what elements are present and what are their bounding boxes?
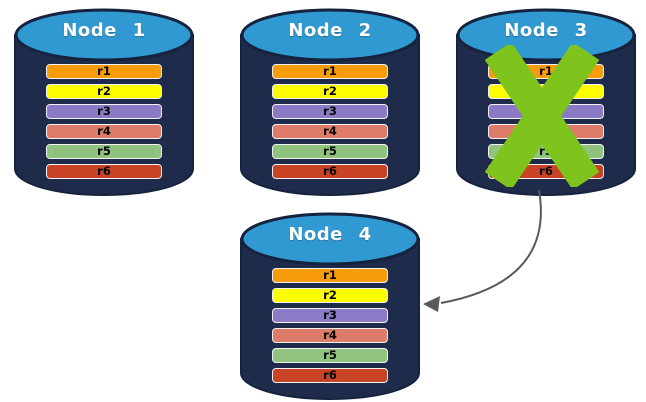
replica-bar: r5 <box>46 144 162 159</box>
node-title: Node 1 <box>62 20 146 41</box>
replica-bar: r5 <box>272 348 388 363</box>
replica-bar: r4 <box>46 124 162 139</box>
replica-bar: r5 <box>272 144 388 159</box>
replica-bar: r3 <box>272 104 388 119</box>
replica-bar: r1 <box>272 64 388 79</box>
replica-bar: r4 <box>272 328 388 343</box>
replica-bar: r6 <box>272 164 388 179</box>
replica-bar: r1 <box>272 268 388 283</box>
node-title: Node 4 <box>288 224 372 245</box>
replica-list: r1 r2 r3 r4 r5 r6 <box>272 64 388 184</box>
node-title: Node 3 <box>504 20 588 41</box>
replica-bar: r2 <box>46 84 162 99</box>
replica-bar: r3 <box>272 308 388 323</box>
replica-list: r1 r2 r3 r4 r5 r6 <box>46 64 162 184</box>
replica-bar: r6 <box>272 368 388 383</box>
node-1: Node 1 r1 r2 r3 r4 r5 r6 <box>13 7 195 197</box>
replica-list: r1 r2 r3 r4 r5 r6 <box>272 268 388 388</box>
replica-bar: r6 <box>46 164 162 179</box>
replica-bar: r2 <box>272 288 388 303</box>
node-title: Node 2 <box>288 20 372 41</box>
replica-bar: r3 <box>46 104 162 119</box>
replica-bar: r1 <box>46 64 162 79</box>
node-4: Node 4 r1 r2 r3 r4 r5 r6 <box>239 211 421 401</box>
replica-bar: r2 <box>272 84 388 99</box>
node-2: Node 2 r1 r2 r3 r4 r5 r6 <box>239 7 421 197</box>
failure-x-icon <box>485 45 599 187</box>
replica-bar: r4 <box>272 124 388 139</box>
node-3: Node 3 r1 r2 r3 r4 r5 r6 <box>455 7 637 197</box>
